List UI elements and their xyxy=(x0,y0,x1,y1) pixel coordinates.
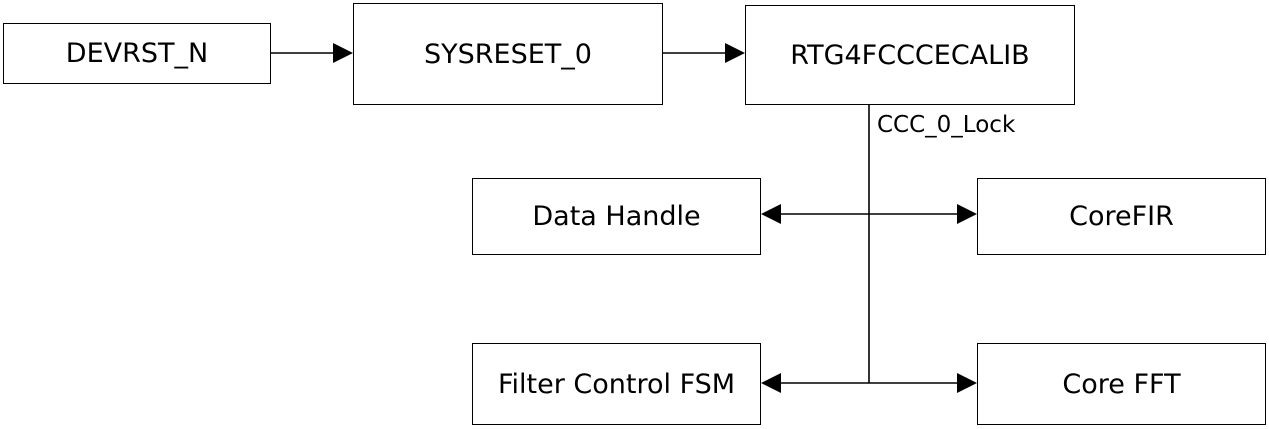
data-handle-block: Data Handle xyxy=(472,178,761,255)
data-handle-label: Data Handle xyxy=(532,201,701,232)
core-fft-label: Core FFT xyxy=(1062,368,1181,400)
devrst-n-label: DEVRST_N xyxy=(65,38,209,69)
arrowhead-sysreset xyxy=(333,43,353,63)
corefir-label: CoreFIR xyxy=(1069,201,1174,232)
sysreset-label: SYSRESET_0 xyxy=(424,38,592,70)
rtg4fccc-calib-label: RTG4FCCCECALIB xyxy=(790,39,1030,71)
filter-control-fsm-label: Filter Control FSM xyxy=(497,368,736,400)
corefir-block: CoreFIR xyxy=(977,178,1266,255)
arrowhead-calib xyxy=(725,43,745,63)
core-fft-block: Core FFT xyxy=(977,343,1266,425)
rtg4fccc-calib-block: RTG4FCCCECALIB xyxy=(745,5,1075,105)
filter-control-fsm-block: Filter Control FSM xyxy=(472,343,761,425)
devrst-n-block: DEVRST_N xyxy=(3,23,271,84)
arrowhead-corefft xyxy=(957,373,977,393)
ccc-lock-signal-label: CCC_0_Lock xyxy=(877,112,1016,138)
arrowhead-corefir xyxy=(957,204,977,224)
arrowhead-filter-fsm xyxy=(761,373,781,393)
arrowhead-data-handle xyxy=(761,204,781,224)
sysreset-block: SYSRESET_0 xyxy=(353,3,663,105)
